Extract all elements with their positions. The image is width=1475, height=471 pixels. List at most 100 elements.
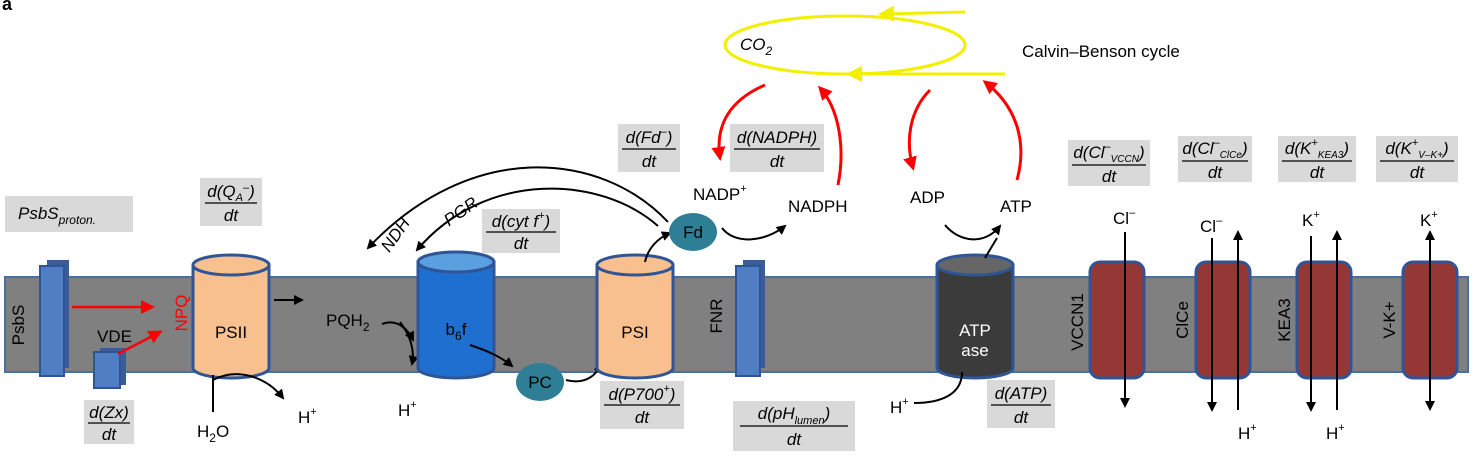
arrow-pq-b6f — [381, 321, 414, 342]
arrow-nadp-nadph — [721, 224, 787, 241]
arrow-atp-to-cycle — [982, 80, 1023, 181]
arrow-adp-atp — [944, 224, 1002, 241]
k-kea3-rate-box — [1278, 136, 1356, 182]
arrow-psi-fd — [644, 231, 672, 263]
atp-rate-num: d(ATP) — [995, 384, 1048, 403]
arrow-atpase-up — [984, 237, 998, 259]
k-kea3-rate-den: dt — [1310, 163, 1325, 182]
arrow-water-split — [212, 373, 285, 400]
b6f-label: b6f — [446, 320, 467, 343]
k-vk-rate-box — [1376, 136, 1458, 182]
nadp-label: NADP+ — [693, 183, 747, 204]
cytf-rate-box — [482, 209, 560, 253]
psii-top — [191, 253, 271, 277]
k-vk-rate-num: d(K+V–K+) — [1385, 137, 1448, 161]
ph-rate-den: dt — [787, 430, 802, 449]
k-kea3-rate-num: d(K+KEA3) — [1285, 137, 1349, 161]
atpase-body — [935, 263, 1015, 380]
psii-label: PSII — [215, 323, 247, 342]
k-kea3: K+ — [1302, 209, 1320, 230]
zx-rate-box — [84, 400, 134, 444]
atp-rate-den: dt — [1014, 408, 1029, 427]
atpase-label-1: ATP — [959, 321, 991, 340]
k-vk-rate-den: dt — [1410, 163, 1425, 182]
pc-label: PC — [528, 373, 552, 392]
arrow-pq-proton — [399, 321, 419, 366]
vde-protein — [93, 351, 121, 389]
h-plus-clce: H+ — [1238, 422, 1257, 443]
arrow-ndh — [366, 166, 669, 250]
cl-vccn-rate-num: d(Cl–VCCN) — [1073, 141, 1144, 165]
h-plus-pq: H+ — [398, 399, 417, 420]
cl-vccn1: Cl– — [1113, 207, 1136, 228]
kea3-label: KEA3 — [1275, 298, 1294, 341]
fd-rate-box — [618, 124, 680, 172]
panel-letter: a — [2, 0, 13, 14]
nadph-rate-num: d(NADPH) — [737, 128, 817, 147]
psbs-protein — [39, 265, 65, 377]
fnr-label: FNR — [707, 299, 726, 334]
h-plus-kea3: H+ — [1326, 422, 1345, 443]
cl-vccn-rate-den: dt — [1102, 167, 1117, 186]
ph-rate-num: d(pHlumen) — [758, 404, 831, 427]
cl-clce-rate-den: dt — [1208, 163, 1223, 182]
nadph-rate-box — [730, 124, 824, 172]
p700-rate-den: dt — [635, 408, 650, 427]
cytf-rate-num: d(cyt f+) — [492, 210, 550, 231]
fd-label: Fd — [683, 223, 703, 242]
cytf-rate-den: dt — [514, 234, 529, 253]
clce-label: ClCe — [1173, 301, 1192, 339]
h2o-label: H2O — [197, 422, 229, 445]
pqh2-label: PQH2 — [326, 311, 370, 334]
co2-label: CO2 — [740, 35, 773, 58]
psi-top — [595, 253, 675, 277]
vccn1-transporter — [1088, 260, 1146, 380]
b6f-top — [416, 250, 496, 274]
arrow-nadph-to-cycle-in — [711, 83, 766, 161]
atpase-top — [935, 253, 1015, 277]
fnr-protein — [735, 265, 761, 377]
calvin-benson-cycle: CO2 Calvin–Benson cycle — [723, 5, 1180, 82]
qa-rate-den: dt — [224, 206, 239, 225]
cycle-name: Calvin–Benson cycle — [1022, 42, 1180, 61]
fd-carrier — [669, 213, 717, 251]
cl-clce: Cl– — [1200, 215, 1223, 236]
vk-label: V-K+ — [1380, 301, 1399, 338]
qa-rate-num: d(QA–) — [207, 182, 255, 204]
arrow-nadph-from-cycle — [817, 85, 843, 186]
nadph-rate-den: dt — [770, 152, 785, 171]
cycle-arrow-top — [878, 5, 966, 22]
fd-rate-num: d(Fd–) — [626, 126, 673, 147]
pc-carrier — [516, 363, 564, 401]
zx-rate-num: d(Zx) — [89, 403, 129, 422]
h-plus-psii: H+ — [298, 406, 317, 427]
p700-rate-num: d(P700+) — [609, 383, 676, 404]
atp-rate-box — [987, 380, 1055, 428]
adp-label: ADP — [910, 188, 945, 207]
arrow-adp-from-cycle — [903, 88, 932, 171]
psbs-label: PsbS — [9, 305, 28, 346]
nadph-label: NADPH — [788, 197, 848, 216]
h-plus-atpase: H+ — [890, 396, 909, 417]
fd-rate-den: dt — [642, 152, 657, 171]
b6f-body — [416, 260, 496, 380]
vccn1-label: VCCN1 — [1068, 293, 1087, 351]
cl-clce-rate-box — [1178, 136, 1252, 182]
vde-label: VDE — [97, 327, 132, 346]
atp-label: ATP — [1000, 197, 1032, 216]
arrow-b6f-pc — [469, 344, 514, 368]
atpase-label-2: ase — [961, 341, 988, 360]
psbs-proton-box — [5, 196, 133, 232]
pgr-label: PGR — [440, 193, 481, 230]
psii-body — [191, 263, 271, 380]
clce-transporter — [1194, 260, 1252, 380]
zx-rate-den: dt — [102, 425, 117, 444]
psi-body — [595, 263, 675, 380]
psbs-proton-rate: PsbSproton. — [18, 204, 96, 227]
arrow-pgr — [415, 187, 659, 252]
qa-rate-box — [200, 178, 262, 226]
k-vk: K+ — [1420, 209, 1438, 230]
psi-label: PSI — [621, 323, 648, 342]
arrow-h-atpase — [913, 371, 963, 404]
